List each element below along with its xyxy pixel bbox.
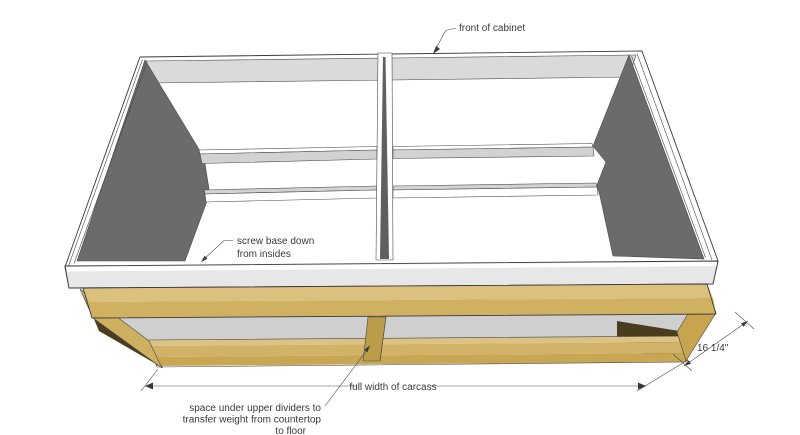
dim-full-width-arrow-right — [638, 382, 646, 390]
annotation-screw-base: screw base down from insides — [201, 236, 314, 262]
base-bottom-rail-top — [147, 336, 692, 346]
label-depth-dimension: 16 1/4" — [697, 343, 729, 354]
base-top-rail-front-face — [89, 298, 716, 318]
cabinet-center-divider-shadow — [380, 57, 389, 259]
base-top-rail-outline — [82, 283, 717, 319]
dim-depth-line — [683, 320, 749, 367]
dimension-full-width: full width of carcass — [140, 360, 687, 393]
leader-screw-base-arrow — [201, 255, 208, 262]
annotation-front-of-cabinet: front of cabinet — [433, 23, 525, 54]
stretcher-upper-right — [392, 143, 595, 159]
label-space-note-line3: to floor — [275, 426, 306, 435]
leader-front-of-cabinet — [433, 28, 457, 53]
right-edge-line-outer — [636, 53, 713, 261]
dim-depth-ext-bottom — [672, 353, 693, 372]
dim-full-width-ext-left — [140, 368, 159, 392]
leader-space-note — [324, 345, 371, 407]
dim-depth-arrow-bottom — [684, 360, 691, 366]
cabinet-bottom-band — [64, 260, 719, 289]
dimension-depth: 16 1/4" — [672, 311, 755, 372]
base-bottom-rail — [146, 335, 692, 368]
base-top-rail-top-face — [83, 284, 713, 302]
label-front-of-cabinet: front of cabinet — [459, 23, 525, 34]
left-edge-line-inner — [73, 61, 148, 264]
cabinet-bottom-band-top — [66, 262, 717, 272]
stretcher-lower-right — [392, 182, 599, 199]
label-screw-base-line1: screw base down — [237, 236, 314, 247]
stretcher-lower-right-face — [392, 186, 599, 199]
dim-depth-ext-top — [734, 311, 755, 330]
leader-screw-base — [201, 240, 233, 262]
label-screw-base-line2: from insides — [237, 249, 291, 260]
annotation-space-under-dividers: space under upper dividers to transfer w… — [183, 345, 371, 435]
stretcher-upper-right-face — [392, 146, 595, 159]
dim-depth-arrow-top — [741, 321, 748, 327]
right-edge-line-inner — [631, 55, 706, 258]
base-frame — [79, 283, 717, 369]
label-full-width: full width of carcass — [349, 382, 436, 393]
cabinet-center-divider — [375, 52, 394, 261]
label-space-note-line1: space under upper dividers to — [189, 403, 321, 414]
left-edge-line-outer — [68, 59, 143, 267]
base-center-divider-edge — [379, 316, 387, 362]
label-space-note-line2: transfer weight from countertop — [183, 415, 322, 426]
base-center-divider — [362, 316, 387, 362]
annotations: front of cabinet screw base down from in… — [140, 23, 755, 435]
base-bottom-rail-face-lower — [152, 353, 690, 366]
base-top-rail — [82, 283, 717, 319]
leader-front-of-cabinet-arrow — [433, 46, 440, 54]
dim-full-width-arrow-left — [145, 382, 153, 390]
leader-space-note-arrow — [364, 345, 370, 353]
cabinet-right-side-panel — [592, 54, 705, 260]
upper-cabinet — [64, 50, 719, 289]
base-bottom-rail-face-upper — [149, 342, 692, 357]
